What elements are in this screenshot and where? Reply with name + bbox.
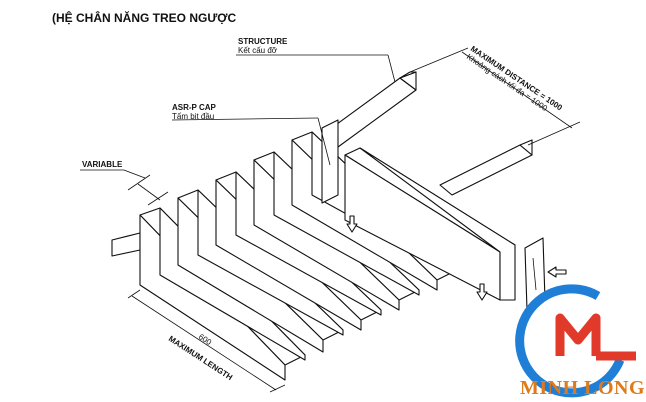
logo-arc-icon <box>515 284 625 398</box>
arrow-icons <box>346 215 567 301</box>
arrow-up-icon <box>476 283 488 301</box>
leader-lines <box>80 54 396 179</box>
label-cap: ASR-P CAP <box>172 103 217 112</box>
label-cap-sub: Tấm bịt đầu <box>172 112 214 121</box>
arrow-left-icon <box>547 266 567 278</box>
dimension-max-distance <box>409 47 581 146</box>
dimension-variable <box>127 174 169 206</box>
label-max-distance: MAXIMUM DISTANCE = 1000 <box>469 44 564 112</box>
label-length-value: 600 <box>197 332 214 347</box>
drawing-title: (HỆ CHÂN NĂNG TREO NGƯỢC <box>52 10 237 25</box>
label-variable: VARIABLE <box>82 160 123 169</box>
logo-name: MINH LONG <box>520 377 645 399</box>
minh-long-logo: MINH LONG <box>515 284 645 399</box>
dimension-max-length <box>127 289 286 393</box>
logo-m-icon <box>555 313 601 356</box>
structure-rail-back <box>321 71 417 148</box>
arrow-up-icon <box>346 215 358 233</box>
baffle-fins <box>139 131 458 381</box>
label-structure-sub: Kết cấu đỡ <box>238 46 278 55</box>
label-structure: STRUCTURE <box>238 37 288 46</box>
carrier-box <box>321 119 516 301</box>
label-max-distance-sub: Khoảng cách tối đa = 1000 <box>465 52 550 113</box>
